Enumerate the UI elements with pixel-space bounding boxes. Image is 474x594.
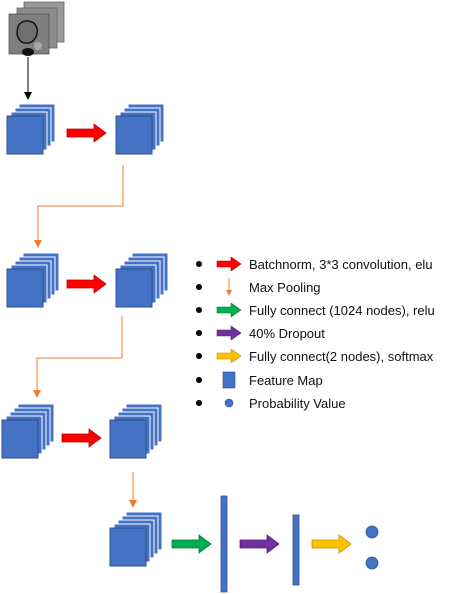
feature-map-stack-1 [6,103,56,155]
bullet-icon [196,400,202,406]
legend-label: Fully connect (1024 nodes), relu [249,302,435,318]
legend-label: 40% Dropout [249,325,325,341]
legend-label: Max Pooling [249,279,321,295]
feature-map-stack-5 [1,403,55,459]
blue-dot-icon [215,393,243,413]
max-pooling-arrow [34,165,124,248]
dropout-layer [292,514,300,586]
conv-arrows [61,123,107,448]
red-arrow-icon [61,428,102,448]
bullet-icon [196,353,202,359]
red-arrow-icon [66,123,107,143]
legend-item-fully-connect-softmax: Fully connect(2 nodes), softmax [196,345,433,367]
legend-item-conv: Batchnorm, 3*3 convolution, elu [196,253,433,275]
purple-arrow-icon [239,534,280,554]
red-arrow-icon [215,254,243,274]
bullet-icon [196,261,202,267]
legend-label: Feature Map [249,372,323,388]
feature-map-stack-4 [115,252,169,308]
feature-map [6,115,44,155]
feature-map [1,419,39,459]
fully-connected-layer-1024 [220,495,228,593]
feature-map [6,268,44,308]
legend-label: Batchnorm, 3*3 convolution, elu [249,256,433,272]
probability-value-2 [365,556,379,570]
red-arrow-icon [66,274,107,294]
input-image-stack [8,1,65,56]
bullet-icon [196,330,202,336]
feature-map-stack-6 [109,403,163,459]
blue-square-icon [215,370,243,390]
legend-label: Probability Value [249,395,346,411]
bullet-icon [196,307,202,313]
yellow-arrow-icon [311,534,352,554]
feature-map-stack-7 [109,511,163,567]
max-pooling-arrows [33,165,137,508]
orange-thin-arrow-icon [215,277,243,297]
legend-label: Fully connect(2 nodes), softmax [249,348,434,364]
legend-item-max-pooling: Max Pooling [196,276,321,298]
feature-map-stack-2 [115,103,165,155]
feature-map [115,268,153,308]
purple-arrow-icon [215,323,243,343]
legend-item-dropout: 40% Dropout [196,322,325,344]
bullet-icon [196,377,202,383]
max-pooling-arrow [33,316,123,398]
feature-map-stacks [1,103,169,567]
probability-value-1 [365,525,379,539]
legend-item-feature-map: Feature Map [196,369,323,391]
feature-map [109,419,147,459]
legend-item-probability-value: Probability Value [196,392,346,414]
feature-map [109,527,147,567]
green-arrow-icon [171,534,212,554]
yellow-arrow-icon [215,346,243,366]
green-arrow-icon [215,300,243,320]
feature-map [115,115,153,155]
legend-item-fully-connect-relu: Fully connect (1024 nodes), relu [196,299,435,321]
feature-map-stack-3 [6,252,60,308]
bullet-icon [196,284,202,290]
